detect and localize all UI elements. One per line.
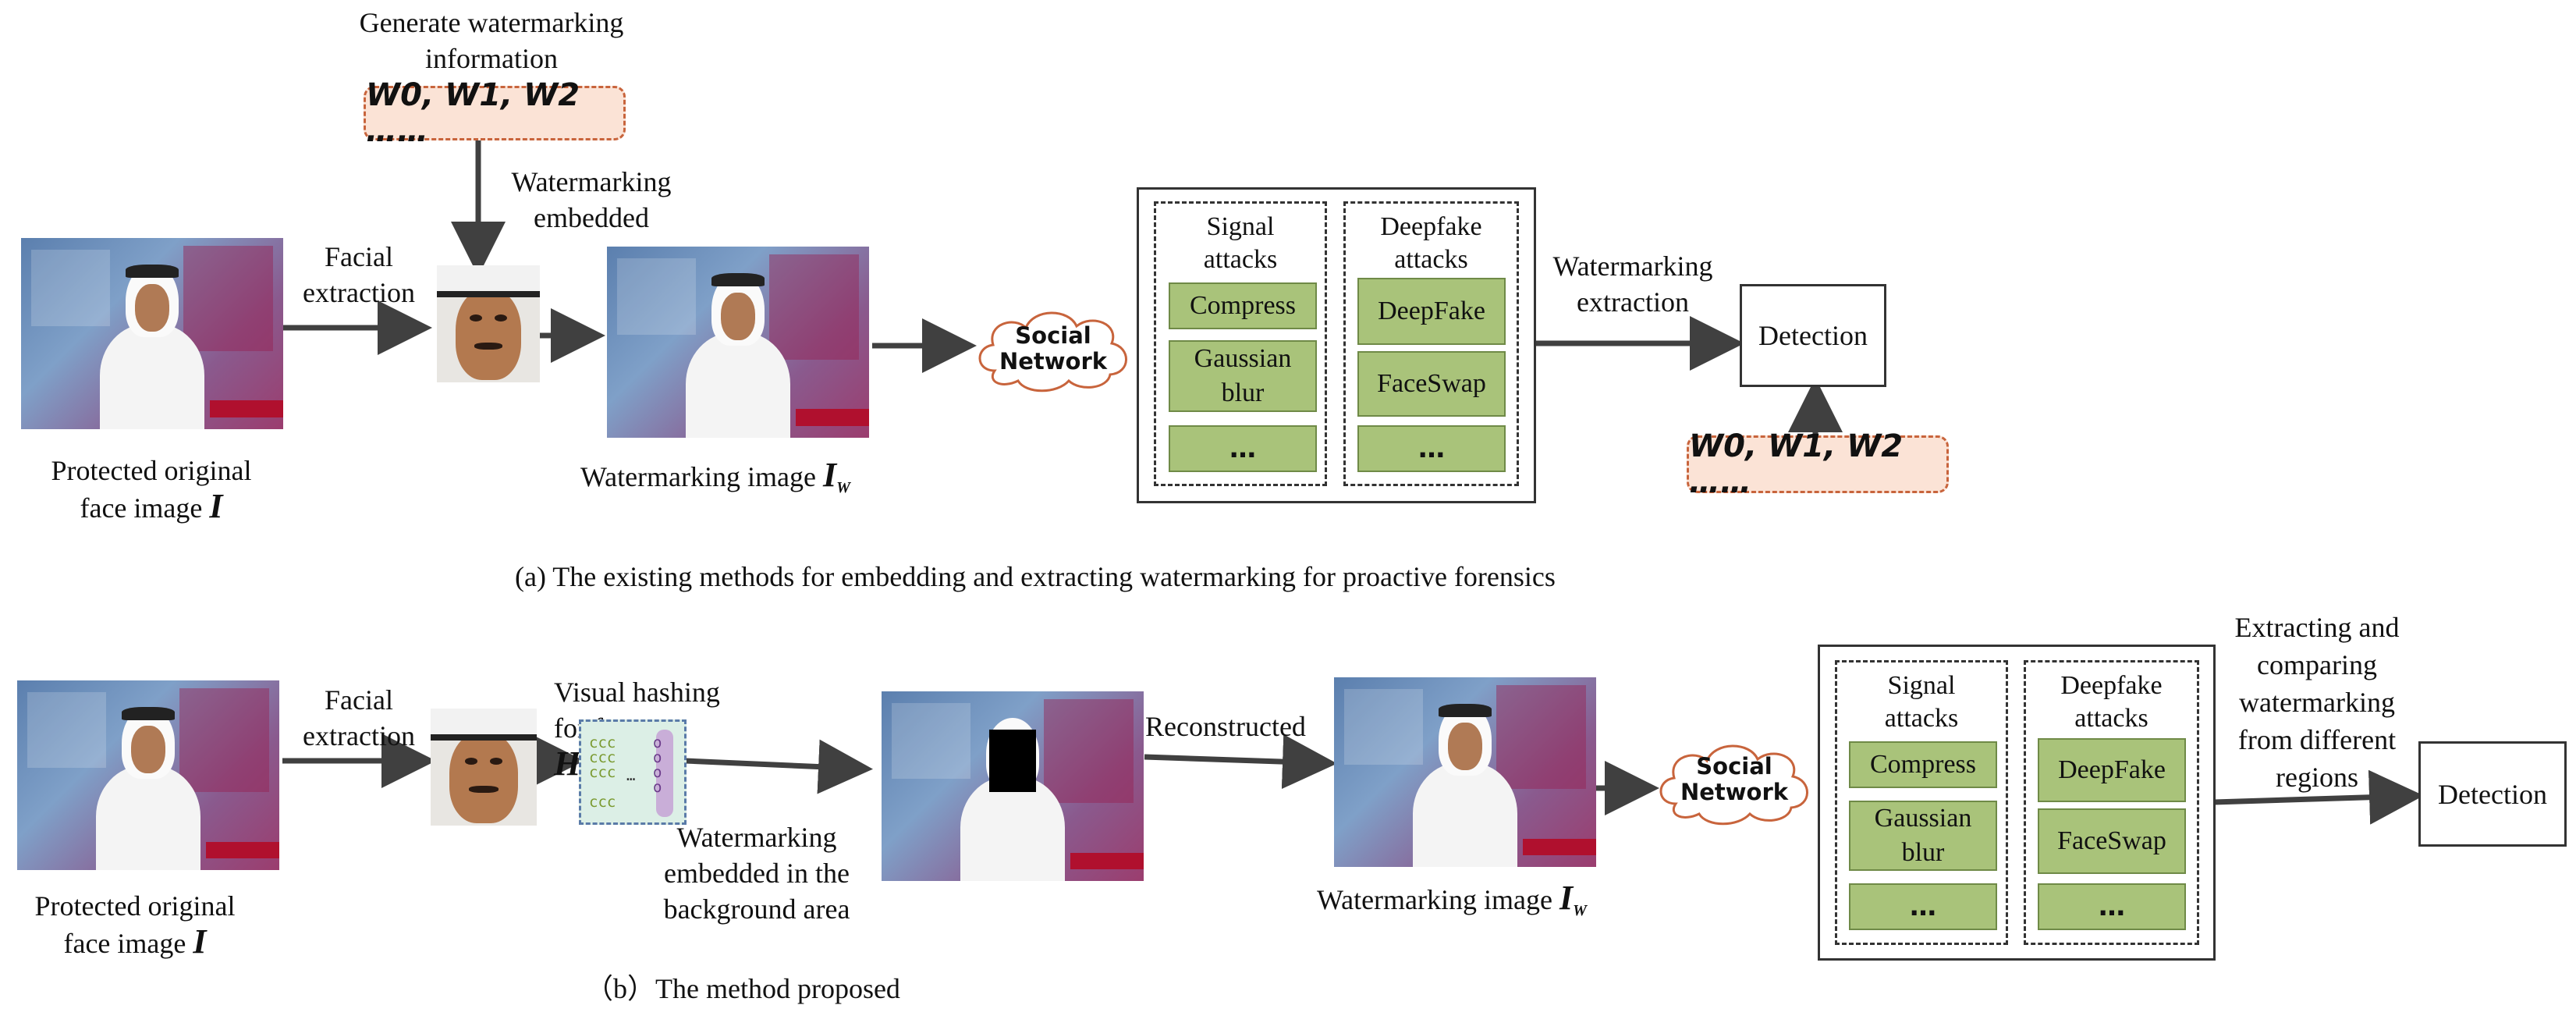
protected-label-b-line2: face image (63, 928, 186, 959)
wm-image-label-b-text: Watermarking image (1317, 884, 1552, 915)
attacks-box-a (1137, 187, 1536, 503)
wm-image-a (607, 247, 869, 438)
social-network-cloud-b (1659, 744, 1808, 826)
embed-bg-label: Watermarking embedded in the background … (663, 822, 850, 925)
protected-image-a (21, 238, 283, 429)
arrow-extract-b (2213, 769, 2424, 825)
deepfake-attacks-group-b (2024, 660, 2199, 945)
protected-label-b: Protected original face image I (6, 888, 264, 961)
signal-attacks-title-a: Signal attacks (1203, 212, 1278, 274)
attack-more-signal-a: … (1169, 425, 1317, 472)
social-network-label-a: Social Network (999, 322, 1108, 375)
attack-faceswap-a: FaceSwap (1357, 351, 1506, 417)
protected-label-a-line2: face image (80, 492, 203, 524)
visual-hash-icon: ccc ccc ccc ccc … o o o o (579, 719, 687, 825)
facial-extraction-label-a: Facial extraction (303, 241, 415, 308)
detection-box-b: Detection (2418, 741, 2567, 847)
wm-image-b (1334, 677, 1596, 867)
wm-image-symbol-a: I (822, 456, 837, 494)
protected-label-a: Protected original face image I (34, 453, 268, 526)
wm-embed-label: Watermarking embedded (511, 166, 672, 233)
face-crop-b (431, 709, 537, 826)
attack-gaussian-b: Gaussian blur (1849, 801, 1997, 871)
arrow-reconstructed (1144, 734, 1337, 790)
attack-more-deepfake-a: … (1357, 425, 1506, 472)
wm-info-tag: W0, W1, W2 …… (364, 77, 626, 149)
protected-symbol-a: I (209, 487, 223, 525)
attack-deepfake-b: DeepFake (2038, 738, 2186, 802)
signal-attacks-group-b (1835, 660, 2008, 945)
deepfake-attacks-group-a (1343, 201, 1519, 486)
attack-gaussian-a: Gaussian blur (1169, 340, 1317, 412)
attack-deepfake-a: DeepFake (1357, 278, 1506, 345)
attack-compress-b: Compress (1849, 741, 1997, 788)
social-network-cloud-a (978, 311, 1127, 393)
face-crop-a (437, 265, 540, 382)
detection-box-a: Detection (1740, 284, 1886, 387)
protected-image-b (17, 680, 279, 870)
wm-extraction-label-a: Watermarking extraction (1552, 250, 1713, 318)
wm-image-label-b: Watermarking image IW (1317, 880, 1587, 929)
attack-compress-a: Compress (1169, 282, 1317, 329)
extract-compare-label: Extracting and comparing watermarking fr… (2234, 612, 2400, 793)
masked-image (882, 691, 1144, 881)
hash-symbol: H (554, 744, 581, 783)
attacks-box-b (1818, 645, 2216, 961)
caption-b: （b）The method proposed (585, 973, 900, 1004)
wm-image-symbol-b: I (1559, 879, 1574, 917)
detect-wm-tag: W0, W1, W2 …… (1687, 428, 1949, 500)
wm-image-sub-b: W (1573, 902, 1587, 920)
reconstructed-label: Reconstructed (1145, 711, 1306, 742)
deepfake-attacks-title-a: Deepfake attacks (1380, 212, 1482, 274)
signal-attacks-title-b: Signal attacks (1884, 671, 1959, 733)
arrow-hash-to-masked (684, 739, 873, 794)
wm-image-label-a-text: Watermarking image (580, 461, 816, 492)
signal-attacks-group-a (1154, 201, 1327, 486)
deepfake-attacks-title-b: Deepfake attacks (2060, 671, 2163, 733)
attack-more-deepfake-b: … (2038, 883, 2186, 930)
protected-label-b-line1: Protected original (34, 890, 236, 922)
social-network-label-b: Social Network (1680, 753, 1789, 805)
protected-symbol-b: I (193, 922, 207, 961)
caption-a: (a) The existing methods for embedding a… (515, 561, 1556, 592)
facial-extraction-label-b: Facial extraction (303, 684, 415, 751)
wm-image-sub-a: W (836, 479, 850, 497)
wm-gen-label: Generate watermarking information (359, 7, 624, 74)
attack-faceswap-b: FaceSwap (2038, 808, 2186, 874)
wm-image-label-a: Watermarking image IW (580, 457, 850, 506)
attack-more-signal-b: … (1849, 883, 1997, 930)
protected-label-a-line1: Protected original (51, 455, 252, 486)
